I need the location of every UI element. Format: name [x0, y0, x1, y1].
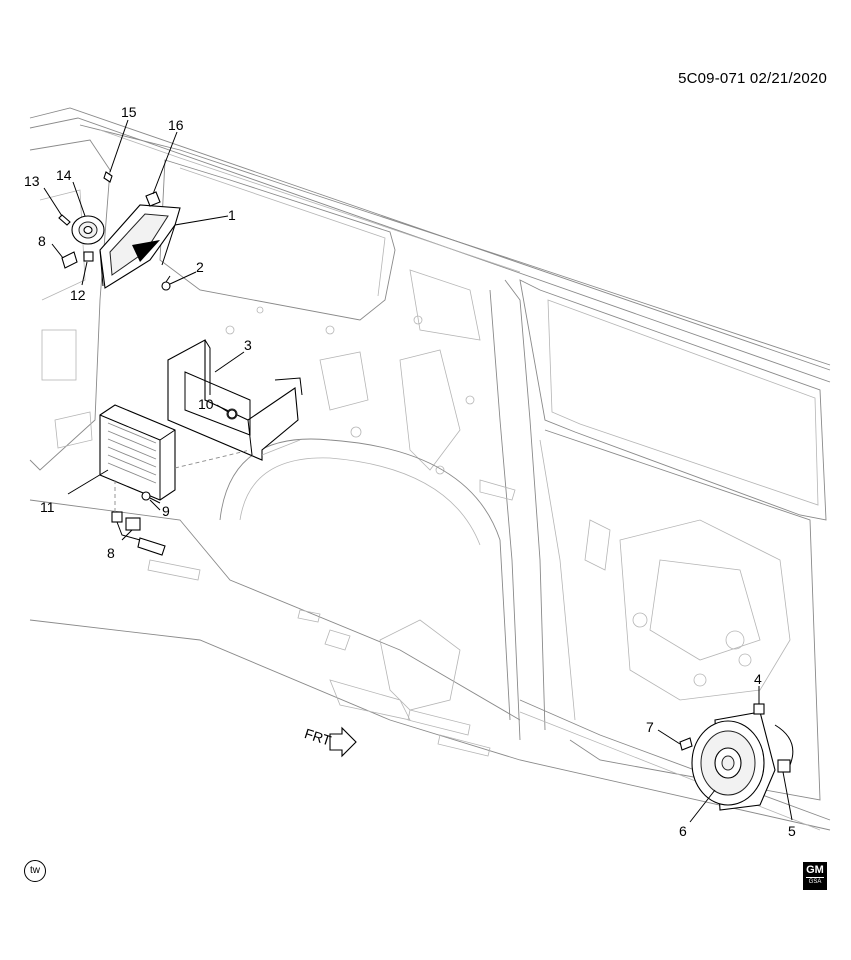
- part-8-wire-harness: [111, 511, 166, 556]
- part-2-screw: [161, 275, 171, 291]
- callout-8-upper: 8: [38, 233, 46, 249]
- part-14-tweeter: [71, 215, 105, 245]
- vehicle-body-outline: [29, 107, 831, 831]
- frt-label: FRT: [303, 725, 334, 749]
- part-10-nut: [227, 409, 237, 419]
- callout-3: 3: [244, 337, 252, 353]
- callout-5: 5: [788, 823, 796, 839]
- part-8-connector-upper: [61, 251, 78, 269]
- badge-gsa-text: GSA: [806, 877, 824, 886]
- callout-15: 15: [121, 104, 137, 120]
- part-7-screw: [679, 737, 693, 751]
- callout-1: 1: [228, 207, 236, 223]
- callout-10: 10: [198, 396, 214, 412]
- leader-lines: [43, 119, 793, 823]
- callout-6: 6: [679, 823, 687, 839]
- callout-9: 9: [162, 503, 170, 519]
- part-4-clip: [753, 703, 765, 715]
- diagram-code-date: 5C09-071 02/21/2020: [678, 70, 827, 87]
- callout-labels: 1 2 3 4 5 6 7 8 8 9 10 11 12 13 14 15 16: [24, 104, 796, 839]
- part-6-door-speaker: [691, 711, 776, 811]
- callout-14: 14: [56, 167, 72, 183]
- front-direction-arrow: FRT: [303, 725, 357, 758]
- callout-7: 7: [646, 719, 654, 735]
- part-15-fastener: [103, 171, 113, 183]
- callout-8-lower: 8: [107, 545, 115, 561]
- callout-2: 2: [196, 259, 204, 275]
- callout-16: 16: [168, 117, 184, 133]
- part-11-amplifier: [99, 404, 176, 501]
- callout-11: 11: [40, 499, 55, 515]
- gm-logo-badge: GM GSA: [803, 862, 827, 890]
- badge-gm-text: GM: [806, 864, 824, 876]
- part-12-clip: [83, 251, 94, 262]
- callout-12: 12: [70, 287, 86, 303]
- part-5-connector: [774, 724, 794, 773]
- part-16-clip: [145, 191, 161, 207]
- callout-13: 13: [24, 173, 40, 189]
- part-13-screw: [58, 214, 71, 226]
- callout-4: 4: [754, 671, 762, 687]
- part-9-bolt: [141, 491, 161, 504]
- tw-circle-mark: tw: [24, 860, 46, 882]
